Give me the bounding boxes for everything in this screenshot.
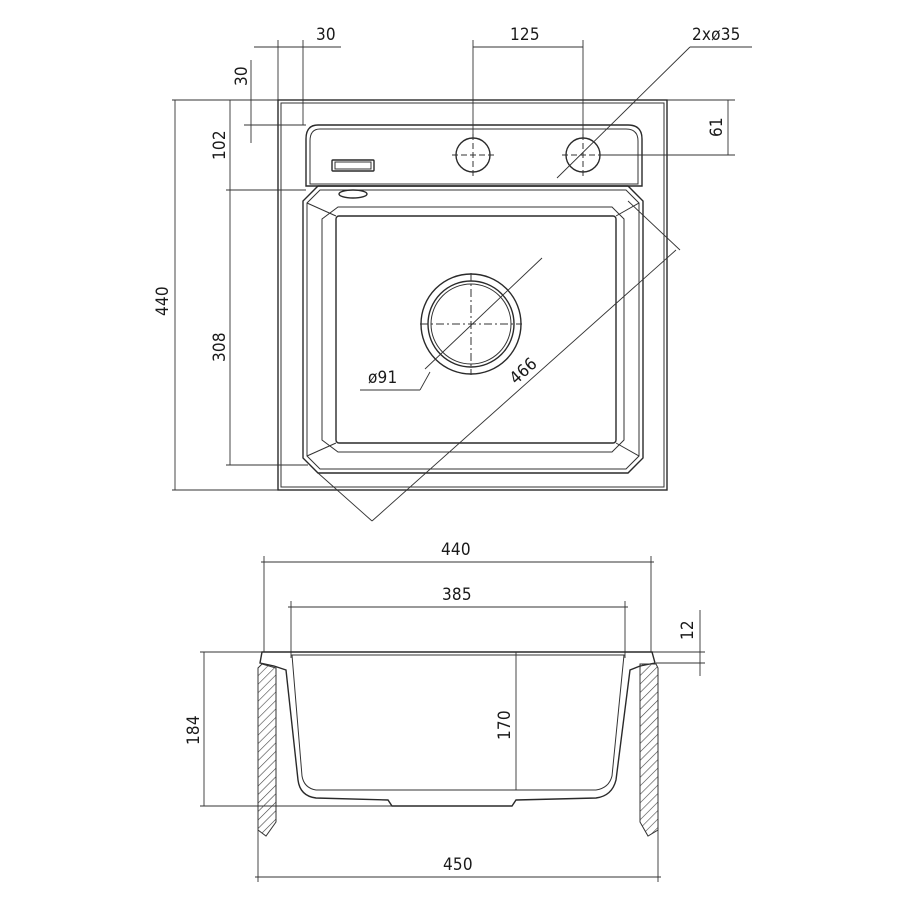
dim-bottom-width-label: 450 [443, 855, 473, 875]
overflow-slot-inner [334, 161, 372, 170]
dim-overall-depth: 184 [184, 651, 392, 807]
dim-diagonal-label: 466 [506, 354, 542, 389]
overflow-slot [331, 159, 375, 172]
dim-bowl-height-label: 308 [210, 332, 230, 362]
dim-offset-left-label: 30 [316, 25, 336, 45]
dim-tap-spacing: 125 [472, 25, 584, 138]
dim-offset-top: 30 [232, 60, 306, 143]
right-wall-section [639, 663, 659, 837]
dim-bowl-width-label: 385 [442, 585, 472, 605]
dim-bottom-width: 450 [255, 830, 661, 882]
bowl-bottom-outline [335, 215, 617, 444]
dim-hole-offset: 61 [600, 99, 735, 156]
dim-bowl-height: 308 [210, 190, 308, 466]
dim-hole-offset-label: 61 [707, 117, 727, 137]
bowl-rim-outline [302, 185, 644, 474]
overflow-hole [338, 189, 368, 199]
dim-rim-thickness-label: 12 [678, 620, 698, 640]
dim-offset-left: 30 [254, 25, 341, 125]
dim-rim-thickness: 12 [651, 610, 705, 676]
side-view: 440 385 12 184 [184, 540, 705, 882]
dim-bowl-depth-label: 170 [495, 710, 515, 740]
top-view: 30 125 2xø35 30 102 [153, 25, 752, 522]
dim-shelf-depth-label: 102 [210, 130, 230, 160]
dim-top-width-label: 440 [441, 540, 471, 560]
sink-outer-outline [277, 99, 668, 491]
left-wall-section [257, 663, 277, 837]
dim-overall-depth-label: 184 [184, 715, 204, 745]
tap-hole-right [562, 134, 604, 176]
dim-tap-holes: 2xø35 [556, 25, 752, 179]
dim-bowl-depth: 170 [495, 652, 517, 790]
bowl-rim-inner [306, 189, 640, 470]
dim-drain-diameter-label: ø91 [368, 368, 397, 388]
dim-top-width: 440 [261, 540, 654, 652]
sink-section-inner [291, 654, 625, 791]
dim-overall-height: 440 [153, 99, 278, 491]
tap-shelf-outline [305, 124, 643, 187]
tap-hole-left [452, 134, 494, 176]
tap-shelf-inner [309, 128, 639, 185]
dim-tap-holes-label: 2xø35 [692, 25, 741, 45]
dim-offset-top-label: 30 [232, 66, 252, 86]
dim-shelf-depth: 102 [210, 100, 306, 191]
dim-overall-height-label: 440 [153, 286, 173, 316]
bowl-slope-outline [321, 206, 625, 453]
sink-section-outer [259, 651, 656, 807]
dim-bowl-width: 385 [288, 585, 628, 658]
dim-tap-spacing-label: 125 [510, 25, 540, 45]
sink-outer-inner-outline [280, 102, 665, 488]
drain [360, 257, 543, 391]
